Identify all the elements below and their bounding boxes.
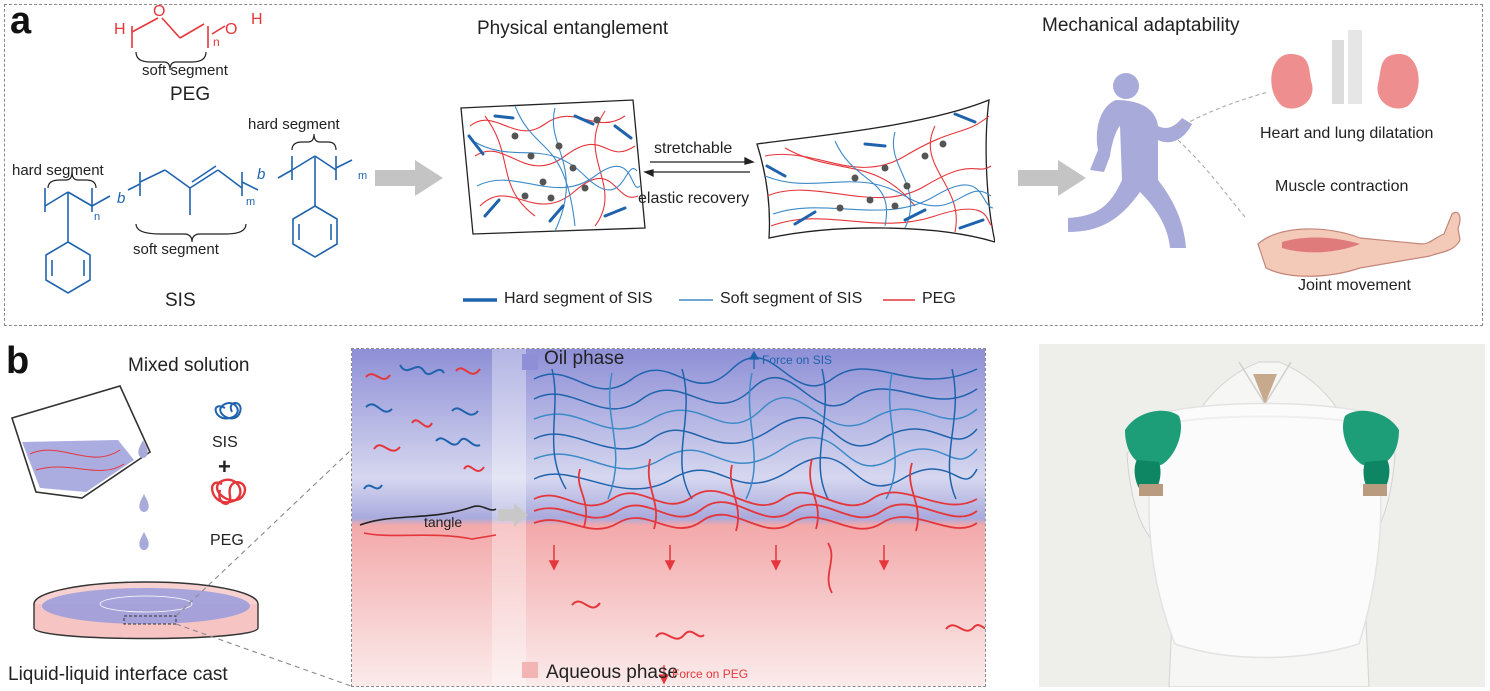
mixed-solution-label: Mixed solution bbox=[128, 355, 250, 376]
oil-phase-label: Oil phase bbox=[544, 348, 625, 369]
cast-label: Liquid-liquid interface cast bbox=[8, 664, 228, 685]
pointer-to-organs bbox=[1177, 91, 1269, 129]
drops-icon bbox=[138, 440, 149, 550]
muscle-contraction-label: Muscle contraction bbox=[1275, 178, 1409, 195]
peg-interface-layer bbox=[533, 458, 978, 594]
right-glove bbox=[1342, 410, 1399, 467]
panel-a-letter: a bbox=[10, 0, 32, 42]
heart-lung-label: Heart and lung dilatation bbox=[1260, 125, 1434, 142]
interface-inset bbox=[351, 348, 986, 687]
block-b2: b bbox=[257, 166, 266, 183]
dense-network bbox=[533, 356, 978, 500]
joint-movement-label: Joint movement bbox=[1298, 277, 1411, 294]
physical-entanglement-title: Physical entanglement bbox=[477, 18, 669, 39]
force-sis-label: Force on SIS bbox=[762, 353, 833, 367]
elastic-recovery-label: elastic recovery bbox=[638, 190, 750, 207]
sis-hard-brace-right bbox=[291, 133, 337, 151]
network-relaxed bbox=[460, 99, 646, 235]
plus-sign: + bbox=[218, 454, 231, 479]
sis-label: SIS bbox=[165, 290, 196, 311]
legend-swatches bbox=[463, 298, 915, 302]
peg-sub-n: n bbox=[213, 35, 220, 49]
film-photo-illustration bbox=[1039, 344, 1485, 687]
legend-label-soft: Soft segment of SIS bbox=[720, 290, 863, 307]
network-stretched bbox=[756, 98, 995, 243]
petri-dish-icon bbox=[33, 581, 259, 640]
sis-sub-m2: m bbox=[358, 170, 368, 182]
peg-soft-segment-label: soft segment bbox=[142, 62, 228, 79]
peg-bond-2 bbox=[161, 17, 181, 39]
peg-icon-label: PEG bbox=[210, 532, 244, 549]
tangle-label: tangle bbox=[424, 514, 463, 530]
film bbox=[1148, 402, 1382, 659]
organs-icon bbox=[1271, 30, 1419, 109]
peg-force-arrows bbox=[548, 545, 890, 571]
oil-swatch bbox=[522, 354, 538, 370]
legend-label-hard: Hard segment of SIS bbox=[504, 290, 653, 307]
aqueous-swatch bbox=[522, 662, 538, 678]
sis-icon-label: SIS bbox=[212, 434, 238, 451]
soft-segment-mid-label: soft segment bbox=[133, 241, 219, 258]
hard-segment-right-label: hard segment bbox=[248, 116, 340, 133]
panel-b-letter: b bbox=[6, 340, 30, 382]
free-peg-chains bbox=[571, 600, 985, 640]
left-glove bbox=[1125, 410, 1182, 467]
pouring-illustration bbox=[10, 385, 352, 687]
sis-soft-brace bbox=[135, 223, 247, 243]
peg-coil-icon bbox=[210, 478, 247, 505]
beaker-icon bbox=[10, 385, 152, 499]
runner-icon bbox=[1068, 73, 1192, 248]
film-photo bbox=[1039, 344, 1485, 687]
sis-coil-icon bbox=[214, 402, 242, 420]
panel-a-frame bbox=[4, 4, 1483, 326]
peg-structure bbox=[131, 17, 226, 71]
sis-benzene-left bbox=[45, 241, 91, 294]
sis-sub-n: n bbox=[94, 211, 101, 223]
sis-benzene-right bbox=[292, 205, 338, 258]
process-arrow-2 bbox=[1018, 160, 1086, 196]
body-illustration bbox=[1068, 30, 1461, 277]
sis-structure bbox=[44, 133, 353, 294]
sis-hard-brace-left bbox=[47, 171, 97, 189]
legend-label-peg: PEG bbox=[922, 290, 956, 307]
aqueous-phase-label: Aqueous phase bbox=[546, 662, 679, 683]
block-b1: b bbox=[117, 190, 126, 207]
hard-segment-left-label: hard segment bbox=[12, 162, 104, 179]
peg-bond-3 bbox=[179, 23, 205, 39]
peg-label: PEG bbox=[170, 84, 211, 105]
arm-icon bbox=[1257, 211, 1461, 277]
stretchable-label: stretchable bbox=[654, 140, 733, 157]
force-peg-label: Force on PEG bbox=[672, 667, 749, 681]
entanglement-illustration bbox=[460, 98, 995, 243]
process-arrow-1 bbox=[375, 160, 443, 196]
peg-bond-1 bbox=[131, 17, 159, 33]
mechanical-adaptability-title: Mechanical adaptability bbox=[1042, 15, 1240, 36]
interface-illustration bbox=[352, 349, 985, 686]
pointer-to-arm bbox=[1177, 139, 1247, 219]
peg-bond-4 bbox=[211, 25, 226, 35]
sis-sub-m1: m bbox=[246, 196, 256, 208]
peg-soft-brace bbox=[135, 51, 207, 71]
